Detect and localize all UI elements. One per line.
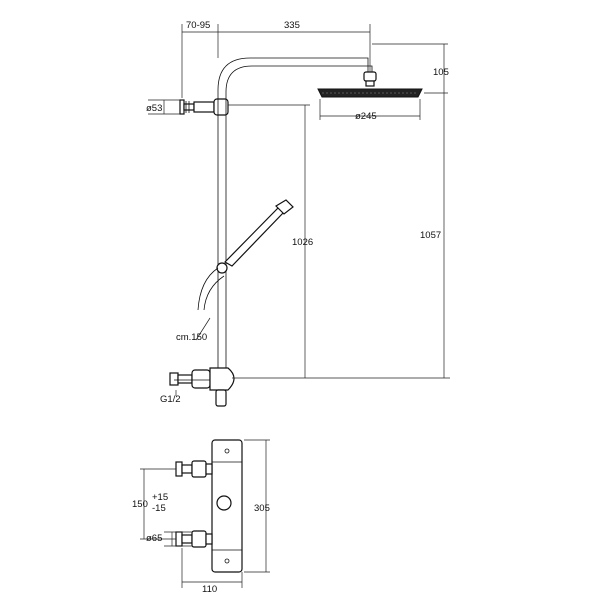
hose-leader — [195, 317, 211, 341]
shower-head — [317, 71, 423, 98]
dim-valve-height — [244, 439, 270, 573]
thermostatic-valve — [211, 439, 243, 573]
dim-inlet-spacing — [140, 468, 176, 540]
label-valve-depth: 110 — [202, 584, 217, 595]
column-mixer — [169, 367, 235, 407]
label-arm-length: 335 — [284, 20, 300, 31]
label-hose-length: cm.150 — [176, 332, 207, 343]
dim-eccentric — [164, 531, 192, 547]
dim-total-height — [310, 93, 450, 379]
label-inlet-thread: G1/2 — [160, 394, 181, 405]
wall-bracket — [179, 98, 229, 116]
label-rail-height: 1026 — [292, 237, 313, 248]
dim-head-diameter — [319, 99, 421, 120]
hand-shower — [216, 199, 294, 274]
label-bracket-diameter: ø53 — [146, 103, 162, 114]
dim-bracket-diameter — [148, 99, 180, 115]
dim-valve-depth — [181, 548, 243, 588]
dim-rail-height — [228, 104, 310, 379]
shower-hose — [197, 267, 225, 311]
dim-wall-offset — [181, 24, 219, 98]
dim-arm-length — [218, 24, 371, 72]
label-inlet-tol-minus: -15 — [152, 503, 166, 514]
label-total-height: 1057 — [420, 230, 441, 241]
inlet-bottom — [175, 530, 213, 548]
inlet-top — [175, 460, 213, 478]
label-valve-height: 305 — [254, 503, 270, 514]
label-wall-offset: 70-95 — [186, 20, 210, 31]
label-eccentric-diameter: ø65 — [146, 533, 162, 544]
label-inlet-spacing: 150 — [132, 499, 148, 510]
label-inlet-tol-plus: +15 — [152, 492, 168, 503]
label-head-diameter: ø245 — [355, 111, 377, 122]
shower-rail — [217, 57, 373, 378]
label-head-height: 105 — [433, 67, 449, 78]
